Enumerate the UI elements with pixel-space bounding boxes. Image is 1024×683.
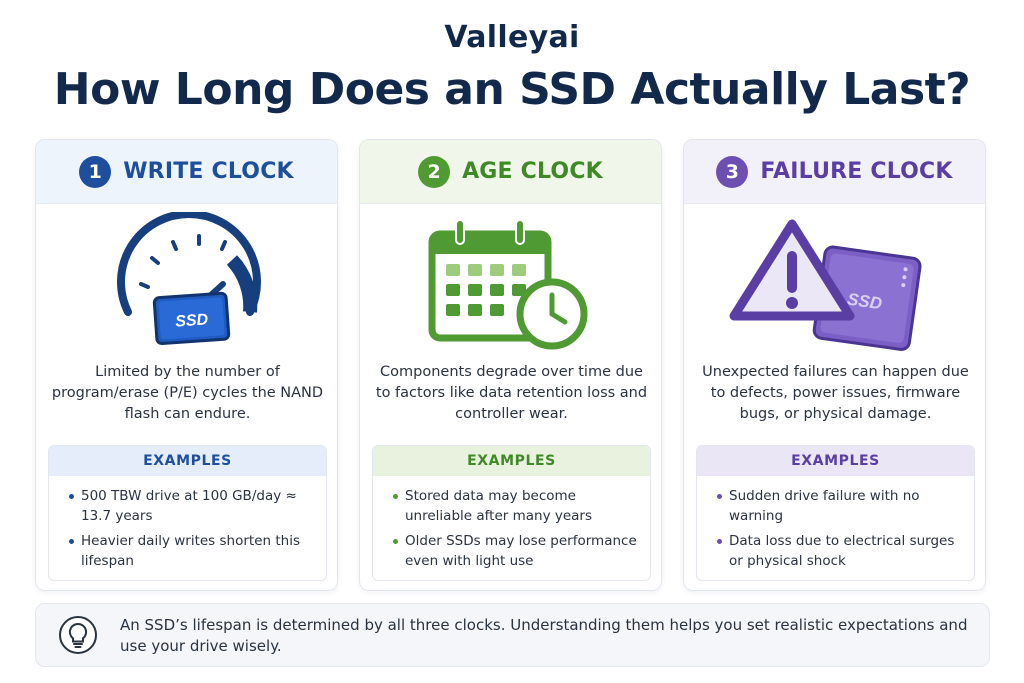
examples-box: EXAMPLES Sudden drive failure with no wa…: [696, 445, 975, 581]
brand-name: Valleyai: [444, 20, 580, 55]
card-write-clock: 1 WRITE CLOCK SSD Limited by the number …: [35, 139, 338, 591]
card-title: FAILURE CLOCK: [760, 159, 953, 184]
card-age-clock: 2 AGE CLOCK Components degrade over time…: [359, 139, 662, 591]
example-item: Older SSDs may lose performance even wit…: [393, 531, 638, 571]
page-title: How Long Does an SSD Actually Last?: [53, 64, 971, 115]
examples-title: EXAMPLES: [373, 446, 650, 476]
examples-title: EXAMPLES: [697, 446, 974, 476]
card-header: 1 WRITE CLOCK: [36, 140, 337, 204]
summary-text: An SSD’s lifespan is determined by all t…: [120, 616, 968, 655]
ssd-chip-label: SSD: [846, 290, 883, 314]
card-description: Components degrade over time due to fact…: [375, 364, 648, 422]
calendar-clock-icon: [428, 219, 588, 350]
examples-box: EXAMPLES 500 TBW drive at 100 GB/day ≈ 1…: [48, 445, 327, 581]
step-number-badge: 3: [716, 155, 749, 188]
example-item: Data loss due to electrical surges or ph…: [717, 531, 962, 571]
card-failure-clock: 3 FAILURE CLOCK SSD Unexpected failures …: [683, 139, 986, 591]
example-item: 500 TBW drive at 100 GB/day ≈ 13.7 years: [69, 486, 314, 526]
ssd-chip-label: SSD: [175, 311, 209, 330]
example-item: Stored data may become unreliable after …: [393, 486, 638, 526]
step-number-badge: 2: [418, 155, 451, 188]
card-description: Limited by the number of program/erase (…: [51, 364, 324, 422]
warning-ssd-icon: SSD: [729, 219, 922, 351]
lightbulb-icon: [59, 616, 97, 654]
card-title: AGE CLOCK: [462, 159, 603, 184]
step-number-badge: 1: [79, 155, 112, 188]
card-title: WRITE CLOCK: [123, 159, 294, 184]
card-header: 2 AGE CLOCK: [360, 140, 661, 204]
examples-title: EXAMPLES: [49, 446, 326, 476]
summary-footer: An SSD’s lifespan is determined by all t…: [35, 603, 990, 667]
example-item: Sudden drive failure with no warning: [717, 486, 962, 526]
example-item: Heavier daily writes shorten this lifesp…: [69, 531, 314, 571]
card-description: Unexpected failures can happen due to de…: [702, 364, 969, 422]
card-header: 3 FAILURE CLOCK: [684, 140, 985, 204]
speedometer-ssd-icon: SSD: [117, 212, 261, 346]
examples-box: EXAMPLES Stored data may become unreliab…: [372, 445, 651, 581]
